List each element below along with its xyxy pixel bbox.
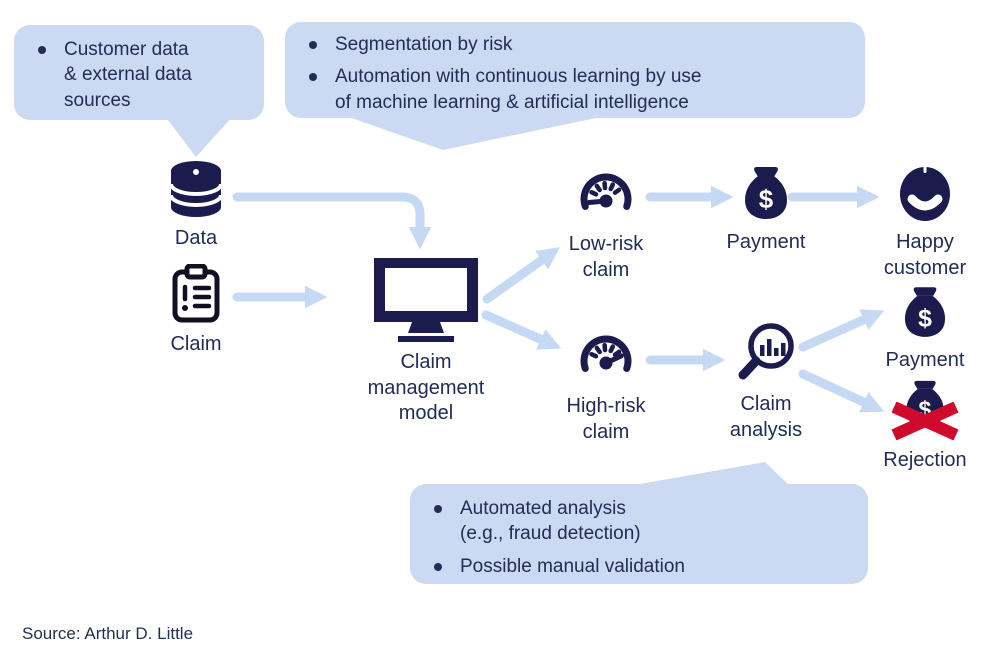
node-claim-management-model: Claim management model [346,258,506,427]
svg-text:$: $ [918,305,932,332]
bullet-list: Segmentation by risk Automation with con… [285,32,851,115]
node-label: Happy customer [883,231,967,279]
callout-tail-segmentation [340,114,615,150]
database-icon [169,161,223,217]
callout-customer-data: Customer data & external data sources [14,25,264,120]
node-claim-analysis: Claim analysis [716,320,816,443]
arrow-data-to-model [232,192,432,250]
gauge-high-icon [580,335,632,372]
monitor-icon [374,258,478,342]
callout-tail-sources [165,116,233,157]
node-label: High-risk claim [566,395,646,443]
gauge-low-icon [580,173,632,210]
money-bag-icon: $ [904,287,946,337]
bullet-item: Customer data & external data sources [14,37,250,113]
node-payment-high-risk: $ Payment [875,286,975,374]
node-label: Data [174,227,218,249]
svg-text:$: $ [759,184,774,214]
clipboard-icon [172,263,220,323]
bullet-item: Automated analysis (e.g., fraud detectio… [410,496,854,547]
node-high-risk-claim: High-risk claim [556,332,656,445]
node-happy-customer: Happy customer [875,166,975,281]
node-label: Claim analysis [729,393,803,441]
bullet-list: Customer data & external data sources [14,37,250,113]
bullet-item: Automation with continuous learning by u… [285,64,851,115]
node-claim: Claim [146,263,246,358]
node-label: Claim management model [367,351,485,425]
node-rejection: $ Rejection [875,378,975,474]
node-label: Payment [726,231,806,253]
callout-segmentation: Segmentation by risk Automation with con… [285,22,865,118]
magnifier-chart-icon [738,323,794,380]
happy-face-icon [900,166,950,221]
node-label: Claim [170,333,222,355]
bullet-list: Automated analysis (e.g., fraud detectio… [410,496,854,579]
node-label: Payment [885,349,965,371]
bullet-item: Possible manual validation [410,554,854,579]
red-x-icon [891,402,959,440]
node-label: Low-risk claim [568,233,644,281]
bullet-item: Segmentation by risk [285,32,851,57]
callout-automated-analysis: Automated analysis (e.g., fraud detectio… [410,484,868,584]
node-data: Data [146,160,246,252]
node-low-risk-claim: Low-risk claim [556,170,656,283]
source-attribution: Source: Arthur D. Little [22,624,194,643]
node-payment-low-risk: $ Payment [716,166,816,256]
money-bag-icon: $ [745,167,787,219]
node-label: Rejection [883,449,967,471]
